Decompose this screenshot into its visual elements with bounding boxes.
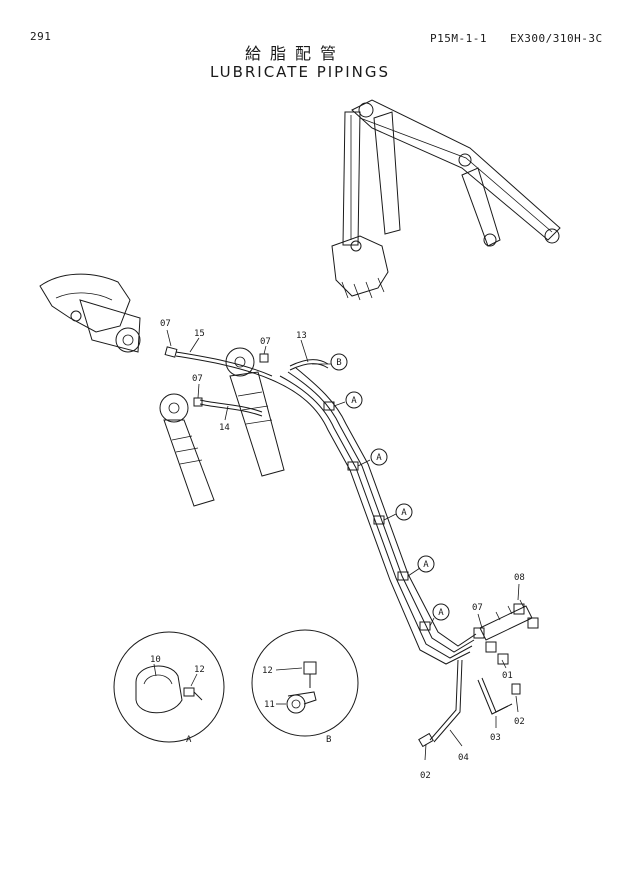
callout-02: 02 bbox=[514, 717, 525, 727]
callout-07: 07 bbox=[260, 337, 271, 347]
clamp-marker-a: A bbox=[395, 503, 413, 521]
callout-15: 15 bbox=[194, 329, 205, 339]
clamp-marker-b: B bbox=[330, 353, 348, 371]
title-english: LUBRICATE PIPINGS bbox=[209, 63, 390, 81]
callout-07: 07 bbox=[192, 374, 203, 384]
clamp-marker-a: A bbox=[370, 448, 388, 466]
callout-07: 07 bbox=[160, 319, 171, 329]
clamp-marker-arrows bbox=[312, 363, 435, 627]
machine-model: EX300/310H-3C bbox=[510, 32, 603, 45]
main-lubrication-pipes bbox=[271, 367, 539, 748]
clamp-marker-a-label: A bbox=[351, 396, 357, 406]
detail-b-part-11: 11 bbox=[264, 700, 275, 710]
detail-a-part-12: 12 bbox=[194, 665, 205, 675]
reference-code: P15M-1-1 bbox=[430, 32, 487, 45]
callout-08: 08 bbox=[514, 573, 525, 583]
hose-assemblies bbox=[164, 346, 329, 417]
callout-02: 02 bbox=[420, 771, 431, 781]
title-japanese: 給脂配管 bbox=[244, 44, 345, 63]
callout-13: 13 bbox=[296, 331, 307, 341]
clamp-marker-b-label: B bbox=[336, 358, 341, 368]
callout-04: 04 bbox=[458, 753, 469, 763]
detail-b-label: B bbox=[326, 735, 331, 745]
clamp-marker-a: A bbox=[417, 555, 435, 573]
leader-lines bbox=[166, 329, 520, 761]
excavator-front-illustration bbox=[331, 99, 561, 301]
callout-03: 03 bbox=[490, 733, 501, 743]
detail-b-part-12: 12 bbox=[262, 666, 273, 676]
clamp-marker-a-label: A bbox=[376, 453, 382, 463]
page-number: 291 bbox=[30, 30, 52, 43]
clamp-marker-a-label: A bbox=[438, 608, 444, 618]
boom-foot-illustration bbox=[39, 273, 141, 353]
boom-cylinder-illustration bbox=[159, 347, 285, 507]
detail-a-label: A bbox=[186, 735, 192, 745]
detail-a: 10 12 A bbox=[113, 631, 225, 745]
clamp-marker-a: A bbox=[432, 603, 450, 621]
clamp-marker-a-label: A bbox=[401, 508, 407, 518]
callout-07: 07 bbox=[472, 603, 483, 613]
callout-14: 14 bbox=[219, 423, 230, 433]
detail-b: 12 11 B bbox=[251, 629, 359, 745]
clamp-marker-a-label: A bbox=[423, 560, 429, 570]
detail-a-part-10: 10 bbox=[150, 655, 161, 665]
callout-01: 01 bbox=[502, 671, 513, 681]
clamp-marker-a: A bbox=[345, 391, 363, 409]
